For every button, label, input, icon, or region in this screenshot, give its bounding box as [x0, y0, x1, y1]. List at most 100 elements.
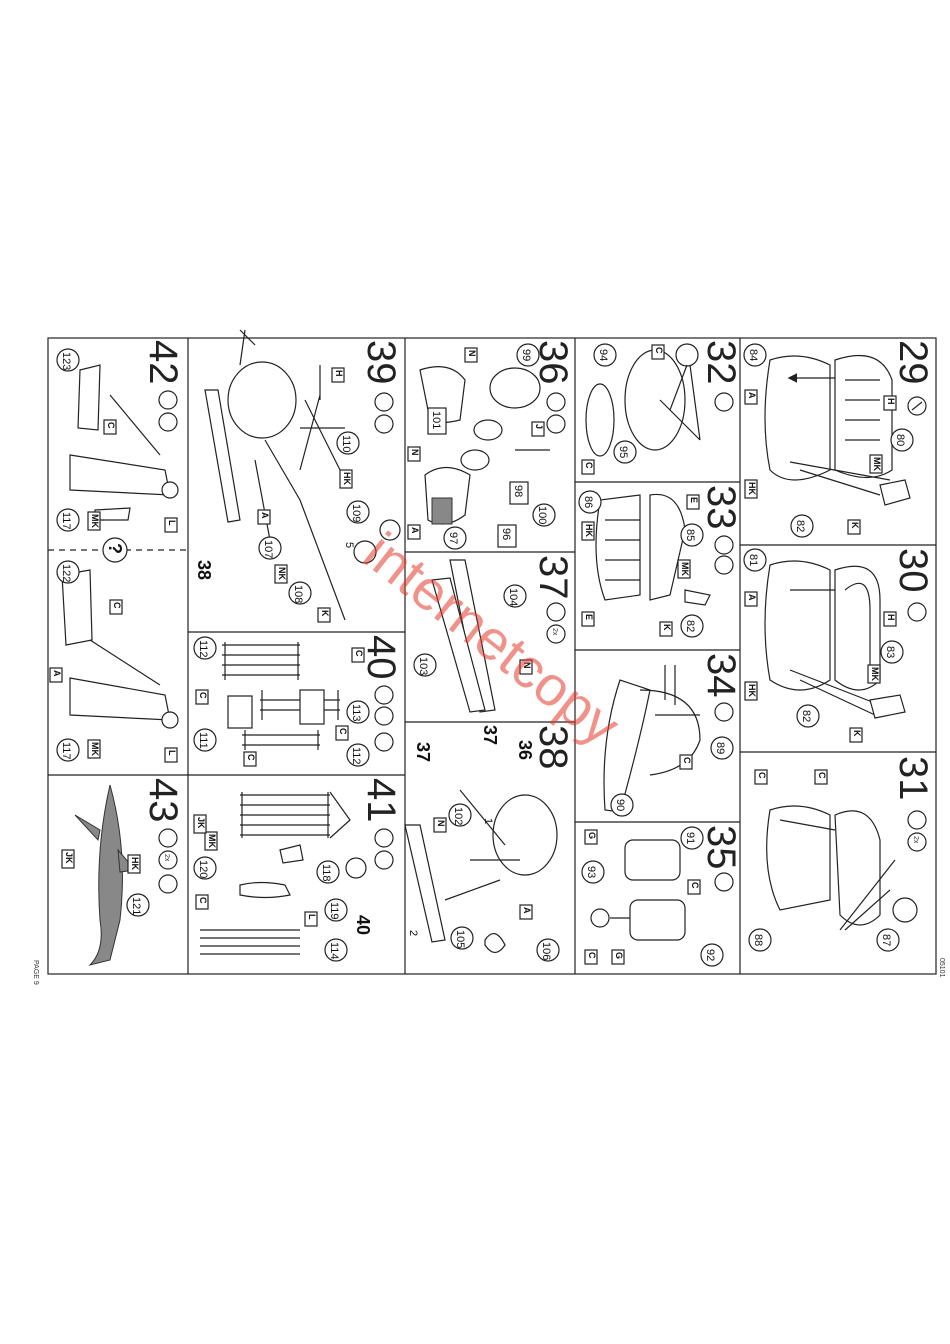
part-107: 107	[258, 536, 282, 560]
outboard-motor	[879, 479, 911, 506]
svg-text:N: N	[436, 820, 446, 827]
svg-text:MK: MK	[90, 742, 100, 756]
svg-text:N: N	[522, 662, 532, 669]
svg-text:L: L	[307, 914, 317, 920]
tank-bottom	[629, 899, 686, 941]
part-94: 94	[593, 343, 617, 367]
step-number: 41	[359, 778, 403, 823]
ref-step-38: 38	[194, 560, 214, 580]
step-29-panel: 29 84 80 82 A H K HK MK	[743, 340, 935, 538]
svg-text:HK: HK	[342, 472, 352, 485]
part-109: 109	[346, 500, 370, 524]
step-number: 29	[891, 340, 935, 385]
part-85: 85	[680, 523, 704, 547]
step-31-panel: 31 2x 88 87 C C	[748, 756, 935, 952]
svg-text:2: 2	[407, 930, 419, 936]
shark-figure	[88, 784, 123, 966]
step-number: 43	[141, 778, 185, 823]
multiplier-badge: 2x	[546, 624, 566, 644]
part-93: 93	[581, 860, 605, 884]
part-89: 89	[710, 736, 734, 760]
multiplier-badge: 2x	[158, 850, 178, 870]
step-33-panel: 33 86 85 82 E E HK K MK	[578, 485, 743, 638]
svg-text:120: 120	[197, 860, 209, 878]
part-117: 117	[56, 508, 80, 532]
svg-text:123: 123	[60, 352, 72, 370]
ref-step-36: 36	[515, 740, 535, 760]
svg-text:K: K	[852, 730, 862, 737]
svg-text:96: 96	[500, 528, 512, 540]
helicopter-float	[204, 389, 241, 523]
step-39-panel: 39 38 5 110 109 107 108 H HK A K NK	[194, 329, 403, 623]
svg-text:L: L	[167, 520, 177, 526]
svg-text:C: C	[682, 757, 692, 764]
part-120: 120	[193, 856, 217, 880]
svg-text:114: 114	[328, 942, 340, 960]
svg-text:83: 83	[884, 646, 896, 658]
step-number: 30	[891, 548, 935, 593]
part-91: 91	[680, 826, 704, 850]
part-114: 114	[324, 938, 348, 962]
part-117: 117	[56, 738, 80, 762]
color-code-N: N	[464, 347, 478, 363]
helmet-part	[61, 569, 93, 646]
color-code-C: C	[814, 769, 828, 785]
figure-standing	[69, 454, 171, 496]
svg-text:98: 98	[512, 485, 524, 497]
step-number: 33	[699, 485, 743, 530]
svg-text:95: 95	[617, 446, 629, 458]
part-106: 106	[536, 938, 560, 962]
color-code-MK: MK	[87, 739, 101, 759]
part-99: 99	[516, 343, 540, 367]
step-35-panel: 35 91 93 92 G G C C	[581, 825, 743, 967]
svg-text:100: 100	[536, 506, 548, 524]
part-86: 86	[578, 490, 602, 514]
svg-text:82: 82	[794, 520, 806, 532]
svg-text:105: 105	[454, 930, 466, 948]
svg-text:C: C	[690, 882, 700, 889]
part-97: 97	[443, 526, 467, 550]
color-code-MK: MK	[867, 664, 881, 684]
svg-text:N: N	[410, 449, 420, 456]
svg-text:A: A	[747, 392, 757, 399]
deck-part	[649, 493, 686, 601]
color-code-H: H	[883, 611, 897, 627]
svg-text:113: 113	[350, 704, 362, 722]
ladder-panel	[299, 689, 325, 725]
color-code-MK: MK	[677, 559, 691, 579]
color-code-C: C	[754, 769, 768, 785]
svg-text:99: 99	[520, 349, 532, 361]
detail-zoom-icon	[892, 897, 918, 923]
color-code-C: C	[581, 459, 595, 475]
page-label: PAGE 9	[32, 960, 39, 985]
part-82: 82	[796, 704, 820, 728]
hull-half-right	[834, 354, 893, 479]
part-112: 112	[346, 743, 370, 767]
svg-text:91: 91	[684, 832, 696, 844]
part-111: 111	[193, 728, 217, 752]
step-number: 32	[699, 340, 743, 385]
step-38-panel: 38 36 37 37 1 2 102 105 106 N A	[404, 725, 575, 962]
step-30-panel: 30 81 83 82 A H K HK MK	[743, 548, 935, 743]
ref-step-40: 40	[353, 915, 373, 935]
svg-text:82: 82	[800, 710, 812, 722]
svg-text:C: C	[198, 897, 208, 904]
hull-half-left	[764, 355, 831, 481]
panel-grid	[47, 337, 937, 975]
svg-text:C: C	[338, 728, 348, 735]
svg-text:HK: HK	[747, 482, 757, 495]
svg-text:A: A	[260, 512, 270, 519]
step-40-panel: 40 112 113 111 112 C C C C	[193, 635, 403, 767]
color-code-A: A	[744, 389, 758, 405]
color-code-HK: HK	[744, 479, 758, 499]
color-code-HK: HK	[339, 469, 353, 489]
svg-text:HK: HK	[130, 857, 140, 870]
svg-text:G: G	[587, 832, 597, 839]
part-104: 104	[503, 584, 527, 608]
color-code-JK: JK	[193, 814, 207, 834]
step-number: 38	[531, 725, 575, 770]
svg-text:109: 109	[350, 504, 362, 522]
svg-text:A: A	[522, 907, 532, 914]
svg-text:G: G	[614, 952, 624, 959]
color-code-A: A	[519, 904, 533, 920]
